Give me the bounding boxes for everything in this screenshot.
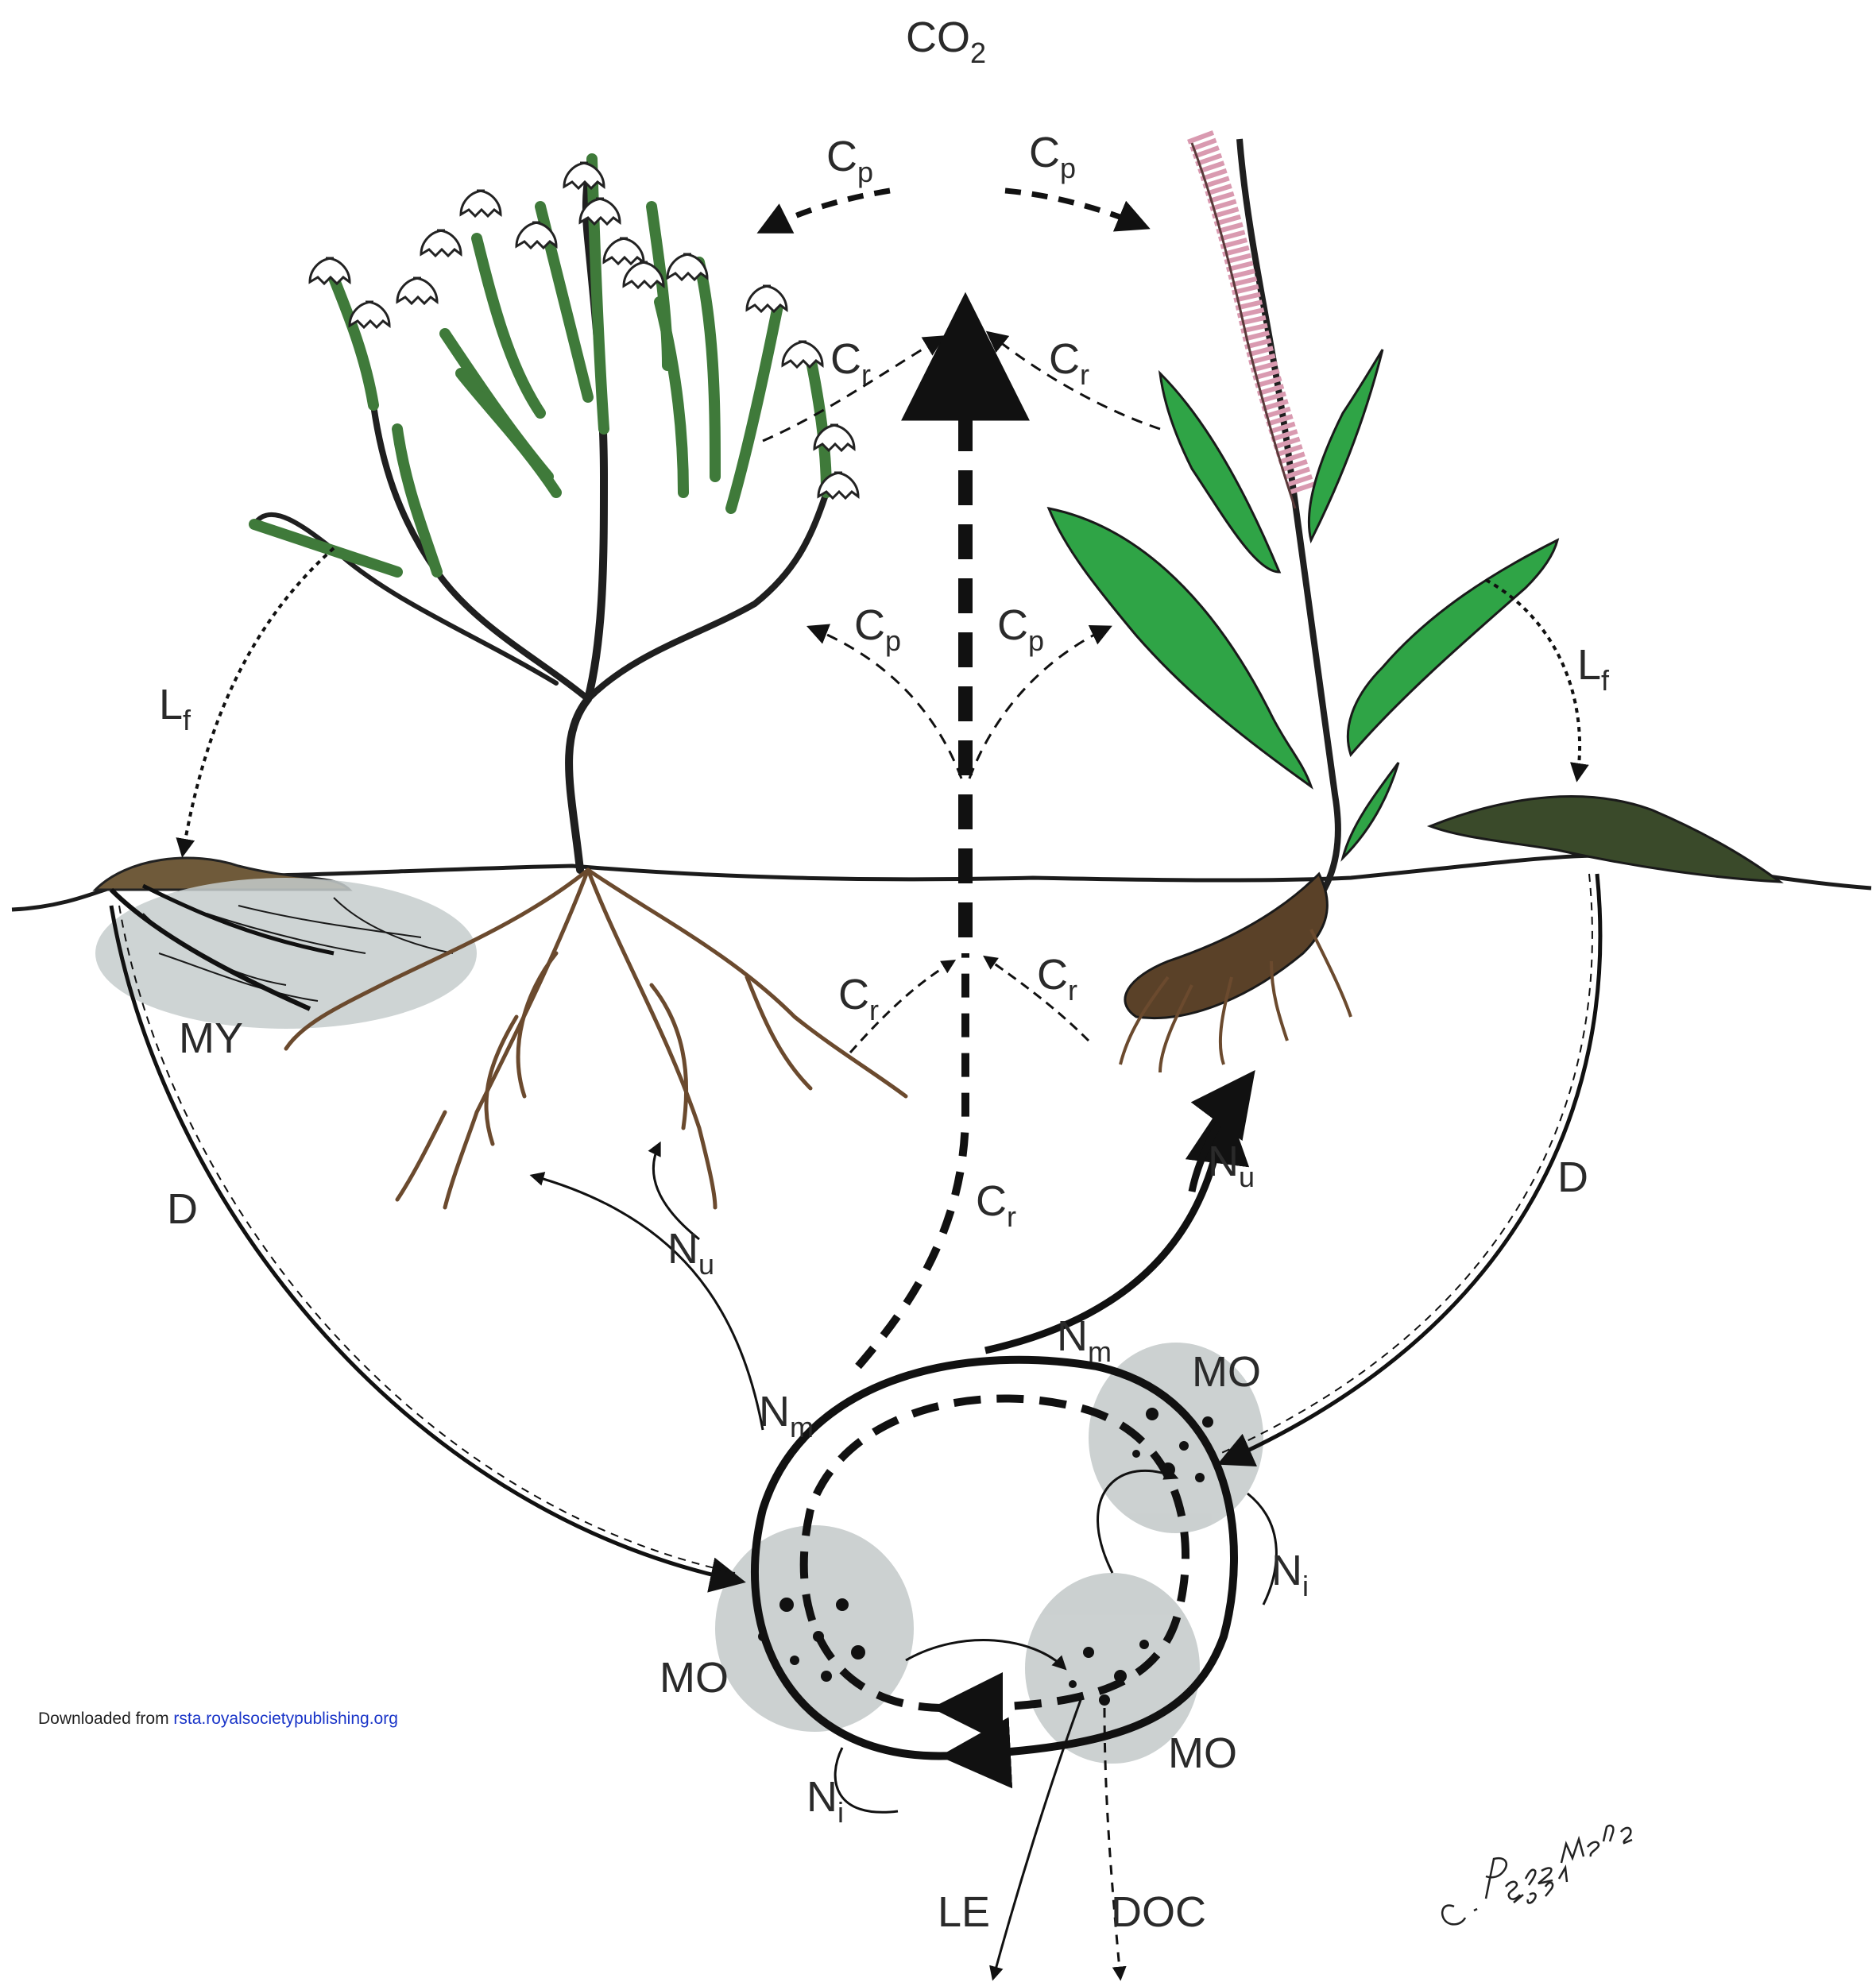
label-doc: DOC — [1111, 1888, 1206, 1936]
label-cp-top-left: Cp — [826, 133, 873, 188]
arrow-cp-top-right — [1005, 191, 1144, 226]
label-cr-root-left: Cr — [838, 971, 879, 1026]
label-le: LE — [938, 1888, 990, 1936]
label-cp-mid-right: Cp — [997, 601, 1044, 657]
label-cp-top-right: Cp — [1029, 129, 1076, 184]
download-credit-link[interactable]: rsta.royalsocietypublishing.org — [173, 1710, 397, 1728]
label-my: MY — [179, 1014, 243, 1062]
label-ni-right: Ni — [1271, 1547, 1309, 1602]
right-herb-plant — [1049, 135, 1780, 1072]
label-mo-bottom-right: MO — [1168, 1729, 1237, 1777]
label-mo-top-right: MO — [1192, 1348, 1261, 1396]
left-shrub-plant — [254, 159, 906, 1207]
label-lf-left: Lf — [159, 681, 191, 736]
label-cp-mid-left: Cp — [854, 601, 901, 657]
arrow-nu-left — [532, 1176, 763, 1430]
label-nu-right: Nu — [1208, 1138, 1255, 1193]
leaf-litter-right — [1430, 797, 1780, 882]
arrow-nu-right — [985, 1112, 1224, 1350]
download-credit-prefix: Downloaded from — [38, 1710, 173, 1728]
label-nu-left: Nu — [667, 1225, 714, 1281]
label-cr-top-left: Cr — [830, 335, 871, 391]
label-cr-root-right: Cr — [1037, 951, 1077, 1007]
label-cr-top-right: Cr — [1049, 335, 1089, 391]
artist-signature — [1442, 1826, 1632, 1924]
label-nm-right: Nm — [1057, 1312, 1112, 1368]
label-d-right: D — [1557, 1153, 1588, 1201]
arrow-cp-top-left — [763, 191, 890, 230]
label-ni-bottom: Ni — [806, 1773, 844, 1829]
label-cr-center: Cr — [976, 1177, 1016, 1233]
label-nm-left: Nm — [759, 1388, 814, 1443]
label-lf-right: Lf — [1577, 641, 1610, 697]
mycorrhiza-patch — [95, 878, 477, 1029]
download-credit: Downloaded from rsta.royalsocietypublish… — [38, 1710, 398, 1729]
label-co2: CO2 — [906, 14, 986, 69]
label-mo-left: MO — [660, 1654, 729, 1702]
arrow-lf-left — [183, 548, 334, 854]
label-d-left: D — [167, 1185, 198, 1233]
